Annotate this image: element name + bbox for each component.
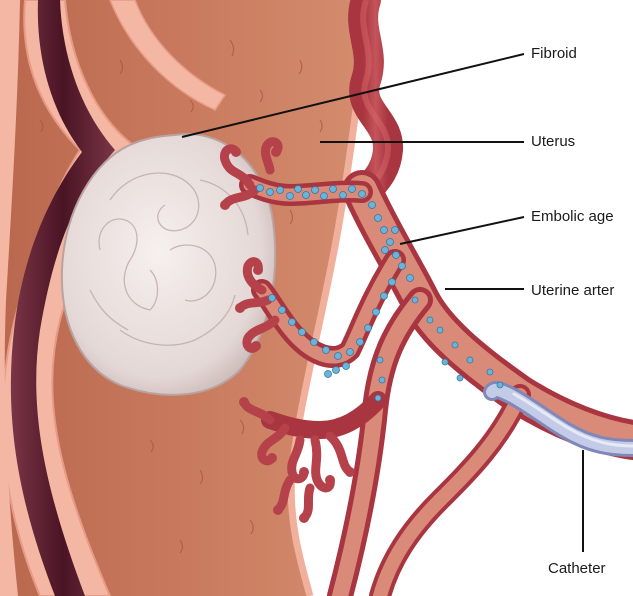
embolic-agent-label: Embolic age [531,208,614,226]
catheter-label: Catheter [548,560,606,578]
fibroid-label: Fibroid [531,45,577,63]
uterus-label: Uterus [531,133,575,151]
uterine-artery-label: Uterine arter [531,282,614,300]
